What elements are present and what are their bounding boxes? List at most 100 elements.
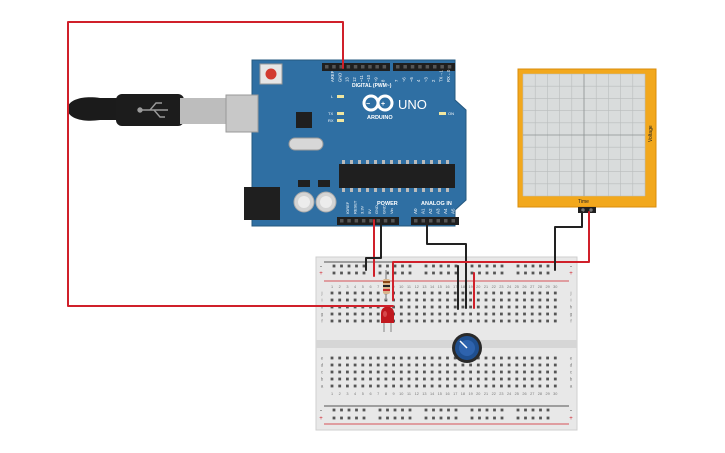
breadboard-hole[interactable]	[530, 370, 534, 374]
breadboard-hole[interactable]	[392, 356, 395, 360]
rail-hole[interactable]	[378, 271, 382, 275]
digital-pin-hole[interactable]	[325, 65, 329, 69]
rail-hole[interactable]	[432, 416, 435, 420]
breadboard-hole[interactable]	[399, 312, 403, 316]
wires[interactable]	[67, 21, 590, 310]
breadboard-hole[interactable]	[430, 384, 434, 388]
rail-hole[interactable]	[332, 271, 336, 275]
breadboard-hole[interactable]	[546, 377, 549, 381]
rail-hole[interactable]	[531, 408, 535, 412]
breadboard-hole[interactable]	[438, 312, 442, 316]
breadboard-hole[interactable]	[476, 377, 480, 381]
breadboard-hole[interactable]	[500, 384, 503, 388]
breadboard-hole[interactable]	[500, 298, 503, 302]
breadboard-hole[interactable]	[461, 363, 465, 367]
breadboard-hole[interactable]	[553, 384, 557, 388]
breadboard-hole[interactable]	[384, 363, 388, 367]
rail-hole[interactable]	[424, 271, 428, 275]
rail-hole[interactable]	[524, 416, 527, 420]
digital-pin-hole[interactable]	[375, 65, 379, 69]
reset-button[interactable]	[259, 63, 283, 85]
breadboard-hole[interactable]	[415, 298, 419, 302]
breadboard-hole[interactable]	[361, 298, 365, 302]
rail-hole[interactable]	[516, 271, 520, 275]
rail-hole[interactable]	[401, 416, 404, 420]
breadboard-hole[interactable]	[446, 298, 449, 302]
breadboard-hole[interactable]	[361, 319, 365, 323]
breadboard-hole[interactable]	[484, 384, 488, 388]
rail-hole[interactable]	[546, 408, 550, 412]
breadboard-hole[interactable]	[461, 370, 465, 374]
breadboard-hole[interactable]	[546, 363, 549, 367]
breadboard-hole[interactable]	[453, 291, 457, 295]
rail-hole[interactable]	[340, 408, 343, 412]
breadboard-hole[interactable]	[438, 319, 442, 323]
breadboard-hole[interactable]	[353, 312, 357, 316]
rail-hole[interactable]	[439, 264, 443, 268]
breadboard-hole[interactable]	[546, 312, 549, 316]
breadboard-hole[interactable]	[546, 384, 549, 388]
breadboard-hole[interactable]	[446, 356, 449, 360]
breadboard-hole[interactable]	[438, 305, 442, 309]
rail-hole[interactable]	[493, 416, 496, 420]
breadboard-hole[interactable]	[392, 363, 395, 367]
breadboard-hole[interactable]	[507, 377, 511, 381]
breadboard-hole[interactable]	[507, 356, 511, 360]
breadboard-hole[interactable]	[361, 312, 365, 316]
breadboard-hole[interactable]	[353, 363, 357, 367]
breadboard-hole[interactable]	[330, 384, 334, 388]
breadboard-hole[interactable]	[361, 370, 365, 374]
breadboard-hole[interactable]	[446, 384, 449, 388]
breadboard-hole[interactable]	[461, 298, 465, 302]
rail-hole[interactable]	[386, 264, 389, 268]
breadboard-hole[interactable]	[446, 363, 449, 367]
breadboard-hole[interactable]	[461, 384, 465, 388]
breadboard-hole[interactable]	[538, 312, 542, 316]
breadboard-hole[interactable]	[369, 291, 372, 295]
rail-hole[interactable]	[408, 416, 412, 420]
rail-hole[interactable]	[340, 271, 343, 275]
breadboard-hole[interactable]	[546, 319, 549, 323]
breadboard-hole[interactable]	[407, 298, 411, 302]
breadboard-hole[interactable]	[484, 305, 488, 309]
breadboard-hole[interactable]	[407, 370, 411, 374]
analog-pin-hole[interactable]	[444, 219, 448, 223]
breadboard-hole[interactable]	[369, 363, 372, 367]
breadboard-hole[interactable]	[430, 363, 434, 367]
breadboard-hole[interactable]	[423, 377, 426, 381]
breadboard-hole[interactable]	[438, 291, 442, 295]
breadboard-hole[interactable]	[353, 356, 357, 360]
breadboard-hole[interactable]	[330, 319, 334, 323]
breadboard-hole[interactable]	[407, 377, 411, 381]
breadboard-hole[interactable]	[553, 319, 557, 323]
breadboard-hole[interactable]	[415, 319, 419, 323]
rail-hole[interactable]	[500, 264, 504, 268]
breadboard-hole[interactable]	[500, 319, 503, 323]
digital-pin-hole[interactable]	[332, 65, 336, 69]
rail-hole[interactable]	[470, 271, 474, 275]
rail-hole[interactable]	[393, 416, 397, 420]
breadboard-hole[interactable]	[423, 291, 426, 295]
rail-hole[interactable]	[355, 416, 358, 420]
rail-hole[interactable]	[516, 408, 520, 412]
breadboard-hole[interactable]	[492, 356, 496, 360]
rail-hole[interactable]	[355, 264, 358, 268]
breadboard-hole[interactable]	[515, 291, 519, 295]
breadboard-hole[interactable]	[523, 319, 526, 323]
breadboard-hole[interactable]	[546, 298, 549, 302]
breadboard-hole[interactable]	[476, 312, 480, 316]
power-pin-hole[interactable]	[383, 219, 388, 223]
breadboard-hole[interactable]	[423, 363, 426, 367]
breadboard-hole[interactable]	[399, 298, 403, 302]
breadboard-hole[interactable]	[369, 356, 372, 360]
breadboard-hole[interactable]	[453, 356, 457, 360]
breadboard-hole[interactable]	[530, 377, 534, 381]
rail-hole[interactable]	[524, 271, 527, 275]
breadboard-hole[interactable]	[376, 298, 380, 302]
breadboard-hole[interactable]	[423, 356, 426, 360]
breadboard-hole[interactable]	[461, 377, 465, 381]
usb-cable[interactable]	[68, 94, 257, 127]
breadboard-hole[interactable]	[538, 356, 542, 360]
